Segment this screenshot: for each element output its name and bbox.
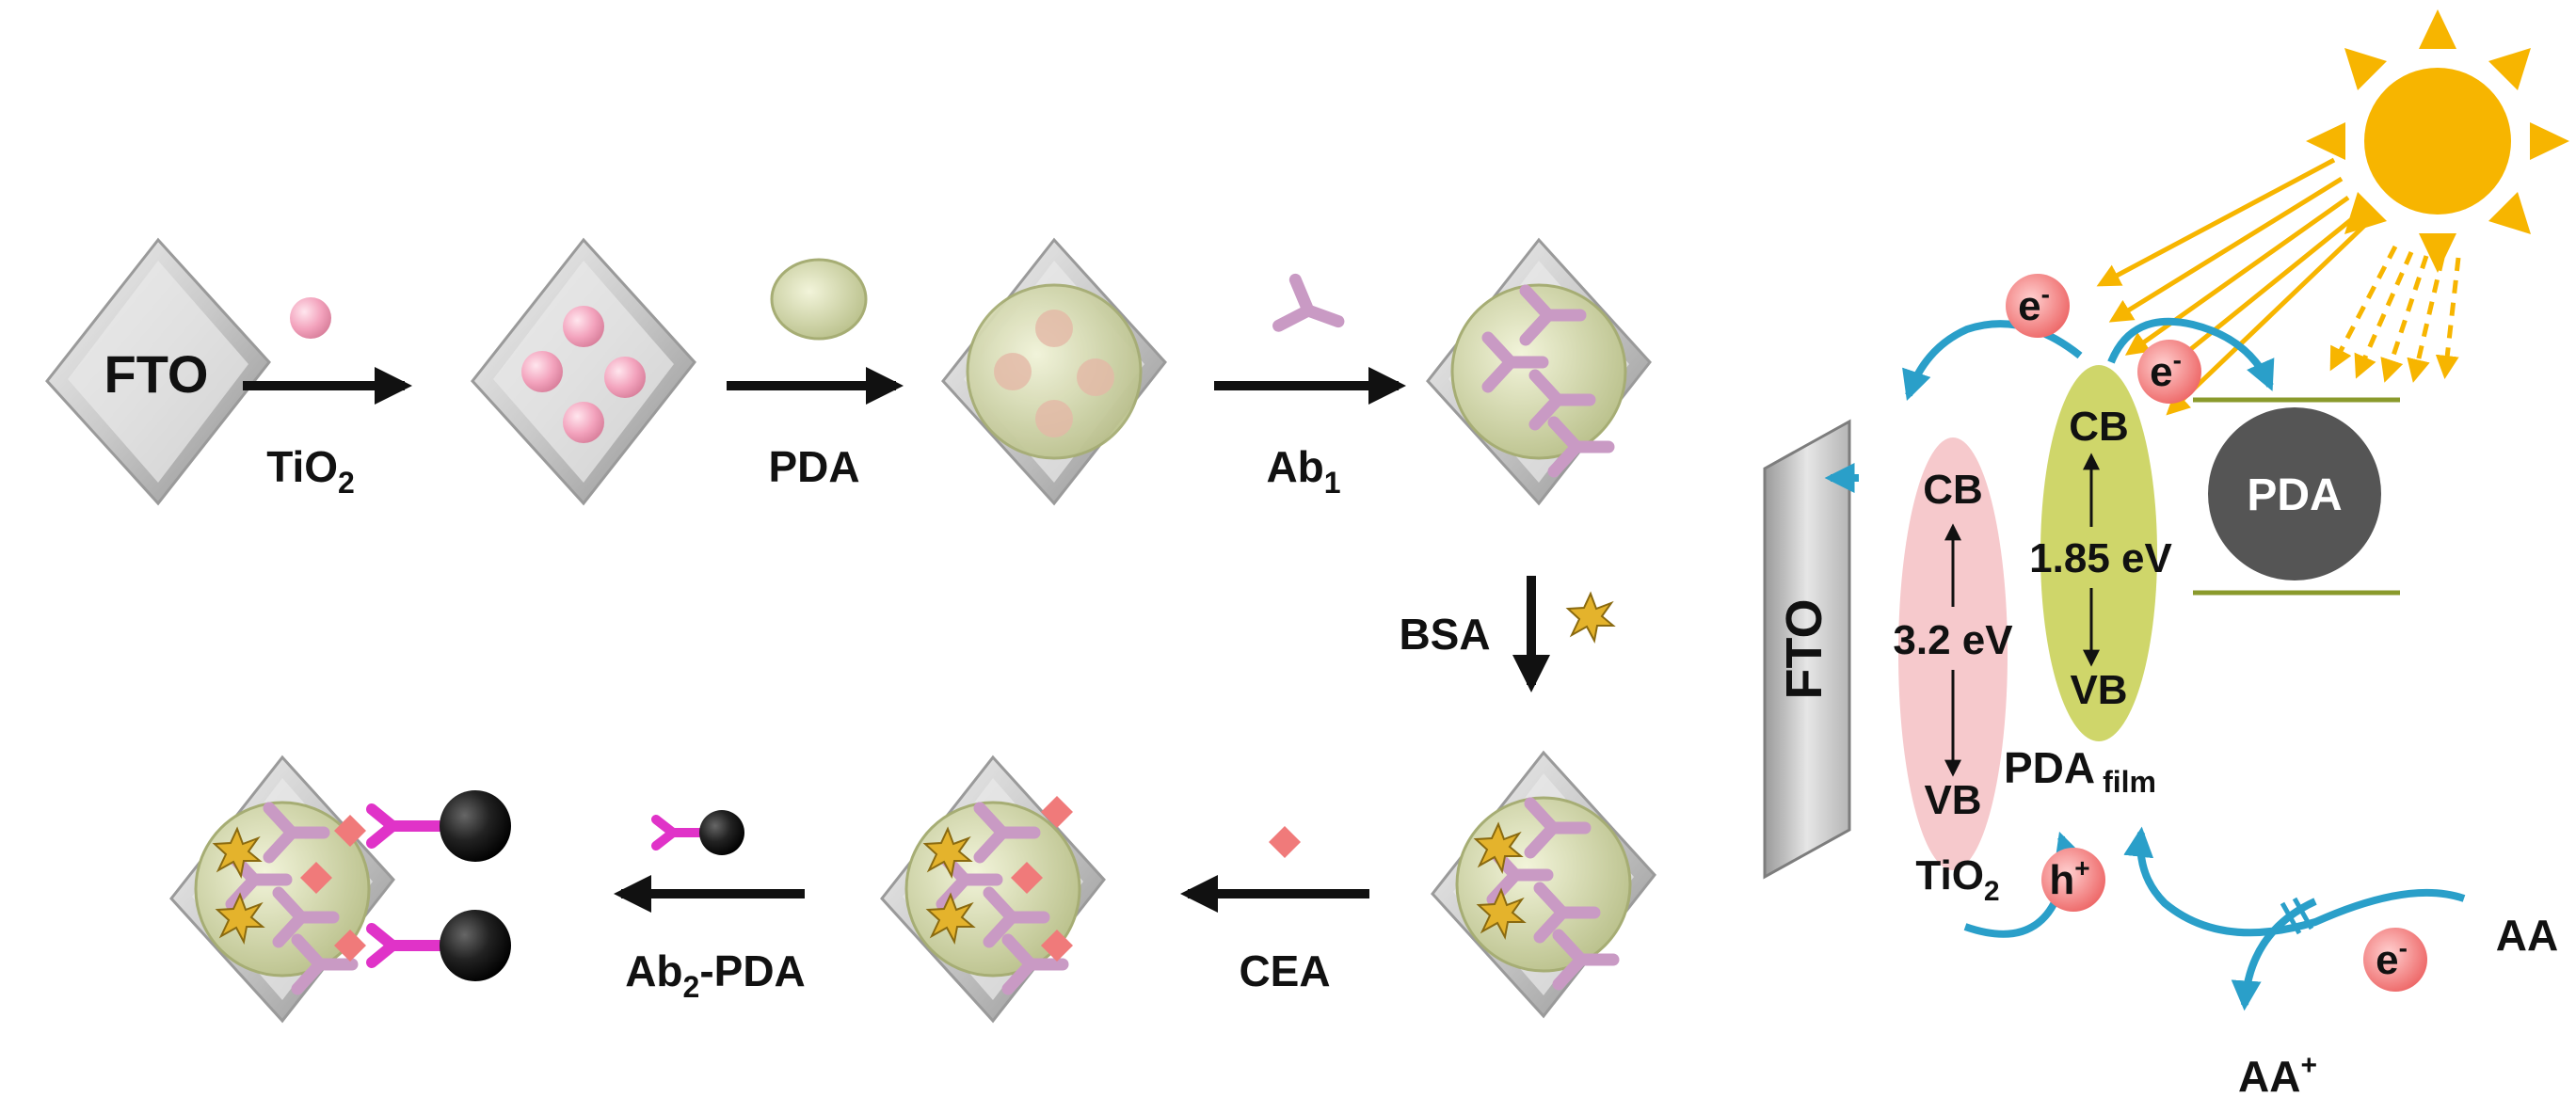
chip-fto-bare: FTO [45,238,271,505]
tio2-gap-label: 3.2 eV [1893,617,2013,663]
svg-text:e-: e- [2018,279,2050,329]
ab2-pda-step-label: Ab2-PDA [625,946,806,1004]
ab2-pda-probe-icon [651,810,744,855]
light-rays-dashed [2329,245,2461,383]
electron-badge-top-left: e- [2006,274,2070,338]
tio2-name-label: TiO2 [1915,852,1999,907]
chip-fto-ab1 [1426,238,1652,505]
ab1-antibody-icon [1279,279,1347,344]
chip-fto-sandwich [169,755,395,1023]
pda-cb-label: CB [2069,404,2129,450]
chip-fto-tio2 [471,238,696,505]
pda-gap-label: 1.85 eV [2029,535,2172,581]
svg-text:h+: h+ [2049,853,2089,903]
hole-transfer-arrow-pda [2123,826,2466,937]
tio2-step-label: TiO2 [266,442,355,500]
pda-nanosphere [2208,407,2381,580]
electron-transfer-arrow-sphere-pda [2107,317,2275,391]
chip-fto-pda [941,238,1167,505]
cea-step-label: CEA [1239,946,1330,995]
pda-band-ellipse [2040,365,2157,741]
tio2-vb-label: VB [1924,777,1981,823]
ab2-pda-bound-top [366,790,511,862]
electron-badge-top-right: e- [2137,340,2201,404]
bsa-star-icon [1567,593,1614,642]
chip-fto-bsa [1431,751,1656,1018]
hole-badge: h+ [2041,848,2105,912]
pda-step-label: PDA [768,442,859,491]
pda-vb-label: VB [2070,667,2127,713]
ab1-step-label: Ab1 [1266,442,1340,500]
tio2-band-ellipse [1898,437,2008,870]
fto-electrode-plate: FTO [1763,419,1851,880]
tio2-cb-label: CB [1923,467,1983,513]
chip-fto-cea [880,755,1106,1023]
fto-chip-label: FTO [104,344,209,404]
tio2-particle-icon [290,297,331,339]
sun-icon [2306,9,2569,273]
bsa-step-label: BSA [1399,610,1490,659]
ab2-pda-bound-bottom [366,910,511,981]
aa-oxidation-tick-2 [2292,897,2314,930]
aa-label: AA [2496,911,2558,960]
aa-plus-label: AA+ [2238,1050,2317,1101]
cea-antigen-icon [1269,826,1301,858]
pda-sphere-label: PDA [2247,470,2342,520]
fto-plate-label: FTO [1776,599,1832,700]
light-rays-solid [2096,157,2366,416]
pda-disc-icon [770,258,868,341]
electron-transfer-arrow-pda-tio2 [1902,320,2083,402]
svg-text:e-: e- [2150,345,2182,395]
aa-oxidation-tick-1 [2280,901,2302,935]
svg-text:e-: e- [2376,933,2408,983]
electron-badge-aa: e- [2363,928,2427,992]
